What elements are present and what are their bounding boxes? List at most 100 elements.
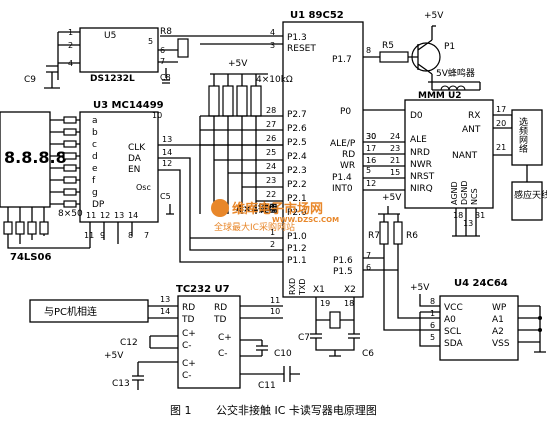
svg-text:8: 8: [128, 231, 133, 240]
pin-p16: P1.6: [333, 256, 353, 266]
svg-text:17: 17: [496, 105, 506, 114]
svg-text:7: 7: [144, 231, 149, 240]
svg-text:VCC: VCC: [444, 303, 463, 313]
svg-text:12: 12: [366, 179, 376, 188]
svg-text:SCL: SCL: [444, 327, 461, 337]
pin-reset: RESET: [287, 44, 316, 54]
display-u3: U3 MC14499 8.8.8.8 a b c d e f g DP 8×50…: [0, 100, 283, 263]
svg-text:A1: A1: [492, 315, 504, 325]
svg-text:21: 21: [496, 143, 506, 152]
watermark-line2: WWW.DZSC.COM: [272, 216, 339, 224]
c13-label: C13: [112, 379, 130, 389]
display-digits: 8.8.8.8: [4, 148, 67, 167]
c11-label: C11: [258, 381, 276, 391]
resistor-pack: +5V 4×10kΩ 4×4键盘: [199, 59, 293, 215]
svg-text:16: 16: [366, 156, 376, 165]
pin-ale: ALE/P: [330, 139, 356, 149]
buzzer-circuit: R5 P1 +5V 5V蜂鸣器 8: [363, 11, 481, 91]
pin-p10: P1.0: [287, 232, 307, 242]
svg-text:11: 11: [86, 211, 96, 220]
svg-text:RD: RD: [214, 303, 227, 313]
svg-text:ALE: ALE: [410, 135, 427, 145]
caption-figure: 图 1: [170, 404, 192, 417]
pin-p24: P2.4: [287, 152, 307, 162]
svg-text:8: 8: [430, 297, 435, 306]
svg-text:14: 14: [162, 148, 172, 157]
svg-text:A0: A0: [444, 315, 456, 325]
pin-p0: P0: [340, 107, 351, 117]
watermark-line3: 全球最大IC采购网站: [214, 221, 295, 233]
svg-text:RD: RD: [182, 303, 195, 313]
c12-label: C12: [120, 338, 138, 348]
eeprom-vcc: +5V: [410, 283, 430, 293]
pin-p13: P1.3: [287, 33, 307, 43]
svg-text:4: 4: [270, 28, 275, 37]
rs232-vcc: +5V: [104, 351, 124, 361]
pin-p14: P1.4: [332, 173, 352, 183]
pin-p23: P2.3: [287, 166, 307, 176]
svg-text:25: 25: [266, 148, 276, 157]
svg-text:13: 13: [162, 135, 172, 144]
pin-p26: P2.6: [287, 124, 307, 134]
svg-text:NANT: NANT: [452, 151, 478, 161]
r6-label: R6: [406, 231, 418, 241]
filter-label: 选频网络: [517, 116, 528, 154]
svg-text:NRST: NRST: [410, 172, 435, 182]
svg-text:12: 12: [100, 211, 110, 220]
r5-label: R5: [382, 41, 394, 51]
supervisor-u5: U5 DS1232L 1 2 4 5 6 7 R8 C8 C9: [24, 27, 283, 89]
mcu-u1: U1 89C52 P1.3 RESET P2.7 P2.6 P2.5 P2.4 …: [266, 10, 376, 316]
svg-text:b: b: [92, 128, 98, 138]
svg-text:9: 9: [100, 231, 105, 240]
pin-p27: P2.7: [287, 110, 307, 120]
caption-title: 公交非接触 IC 卡读写器电原理图: [216, 403, 377, 417]
buzzer-vcc: +5V: [424, 11, 444, 21]
svg-text:D0: D0: [410, 111, 423, 121]
p1-label: P1: [444, 42, 455, 52]
pin-wr: WR: [340, 161, 355, 171]
svg-text:18: 18: [344, 299, 354, 308]
rpack-vcc: +5V: [228, 59, 248, 69]
svg-text:g: g: [92, 188, 98, 198]
svg-text:e: e: [92, 164, 98, 174]
svg-text:Osc: Osc: [136, 183, 151, 192]
svg-text:18: 18: [453, 211, 463, 220]
rpack-8x50: 8×50: [58, 209, 83, 219]
svg-text:13: 13: [114, 211, 124, 220]
svg-text:C-: C-: [182, 371, 192, 381]
pin-x1: X1: [313, 285, 325, 295]
pin-p11: P1.1: [287, 256, 307, 266]
u5-part: DS1232L: [90, 74, 135, 84]
r-vcc: +5V: [382, 193, 402, 203]
svg-text:6: 6: [366, 263, 371, 272]
driver-label: 74LS06: [10, 252, 51, 263]
svg-text:7: 7: [366, 251, 371, 260]
svg-text:5: 5: [366, 166, 371, 175]
svg-text:NWR: NWR: [410, 160, 432, 170]
svg-text:C+: C+: [218, 333, 232, 343]
svg-text:20: 20: [496, 119, 506, 128]
crystal-circuit: C7 C6: [298, 297, 374, 359]
pin-rxd: RXD: [288, 278, 297, 295]
svg-text:VSS: VSS: [492, 339, 510, 349]
svg-text:NCS: NCS: [470, 188, 479, 205]
pin-p17: P1.7: [332, 55, 352, 65]
svg-text:ANT: ANT: [462, 125, 481, 135]
svg-text:11: 11: [84, 231, 94, 240]
svg-text:14: 14: [160, 307, 170, 316]
rs232-title: TC232 U7: [176, 284, 230, 295]
display-title: U3 MC14499: [93, 100, 164, 111]
watermark-line1: 维库电子市场网: [232, 201, 323, 217]
c8-label: C8: [160, 73, 171, 82]
figure-caption: 图 1 公交非接触 IC 卡读写器电原理图: [170, 403, 377, 417]
svg-text:22: 22: [266, 190, 276, 199]
svg-text:C-: C-: [182, 341, 192, 351]
svg-text:NIRQ: NIRQ: [410, 184, 433, 194]
svg-text:SDA: SDA: [444, 339, 463, 349]
svg-text:26: 26: [266, 134, 276, 143]
svg-text:A2: A2: [492, 327, 504, 337]
c10-label: C10: [274, 349, 292, 359]
svg-text:12: 12: [162, 159, 172, 168]
svg-text:TD: TD: [181, 315, 194, 325]
